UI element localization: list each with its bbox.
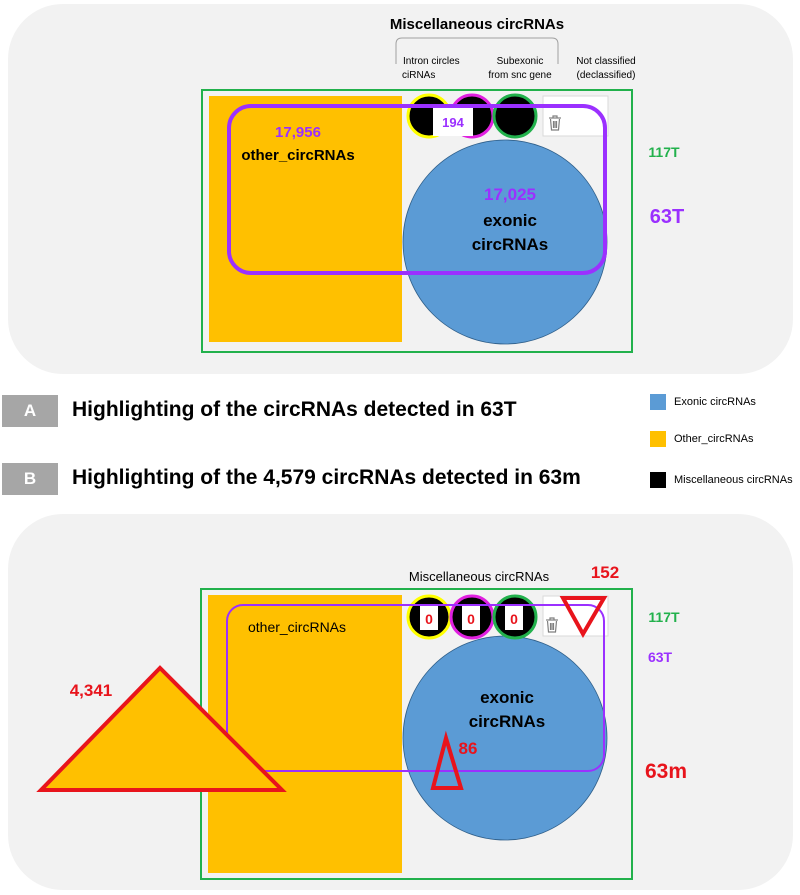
misc-count-cirnas: 0 <box>467 611 475 627</box>
section-a-label: A <box>2 395 58 427</box>
misc-count: 194 <box>442 115 464 130</box>
other-label: other_circRNAs <box>241 147 354 164</box>
not-classified-label-2: (declassified) <box>577 70 636 81</box>
misc-circle-subexonic <box>492 93 538 139</box>
label-117T: 117T <box>648 609 680 625</box>
section-a-heading: Highlighting of the circRNAs detected in… <box>72 398 517 421</box>
label-63T: 63T <box>650 206 684 228</box>
misc-bracket <box>395 37 559 64</box>
misc-count-intron: 0 <box>425 611 433 627</box>
exonic-count: 17,025 <box>484 185 536 204</box>
not-classified-count: 152 <box>591 563 619 582</box>
other-circrnas-rect <box>209 96 402 342</box>
other-label: other_circRNAs <box>248 619 346 635</box>
set-63T-outline <box>226 604 605 772</box>
misc-zero-box-3 <box>505 606 523 630</box>
misc-count-box <box>433 108 473 136</box>
exonic-label-1: exonic <box>483 211 537 230</box>
legend-swatch-exonic <box>650 394 666 410</box>
misc-label-cirnas: ciRNAs <box>402 70 435 81</box>
exonic-label-2: circRNAs <box>469 712 546 731</box>
not-classified-63m-triangle <box>559 596 608 639</box>
other-count: 17,956 <box>275 124 321 141</box>
set-63T-outline <box>227 104 607 275</box>
label-63T: 63T <box>648 649 673 665</box>
exonic-count: 86 <box>459 739 478 758</box>
exonic-63m-triangle <box>430 730 464 790</box>
set-117T-frame <box>201 89 633 353</box>
misc-zero-box-1 <box>420 606 438 630</box>
label-117T: 117T <box>648 144 680 160</box>
misc-count-subexonic: 0 <box>510 611 518 627</box>
not-classified-box <box>542 595 609 637</box>
misc-label-subexonic-2: from snc gene <box>488 70 552 81</box>
trash-icon <box>546 617 558 633</box>
misc-title: Miscellaneous circRNAs <box>409 569 550 584</box>
exonic-label-2: circRNAs <box>472 235 549 254</box>
legend-label-other: Other_circRNAs <box>674 433 754 445</box>
legend-swatch-other <box>650 431 666 447</box>
label-63m: 63m <box>645 760 687 783</box>
legend-swatch-misc <box>650 472 666 488</box>
legend-label-exonic: Exonic circRNAs <box>674 396 756 408</box>
panel-bottom-diagram: 0 0 0 Miscellaneous circRNAs 152 other_c… <box>8 514 793 890</box>
panel-top-diagram: 194 Miscellaneous circRNAs Intron circle… <box>8 4 793 374</box>
trash-icon <box>549 115 561 131</box>
other-63m-triangle <box>36 665 287 792</box>
misc-label-intron: Intron circles <box>403 56 460 67</box>
other-circrnas-rect <box>208 595 402 873</box>
exonic-label-1: exonic <box>480 688 534 707</box>
misc-title: Miscellaneous circRNAs <box>390 16 564 33</box>
section-b-heading: Highlighting of the 4,579 circRNAs detec… <box>72 466 581 489</box>
not-classified-label-1: Not classified <box>576 56 635 67</box>
misc-label-subexonic-1: Subexonic <box>497 56 544 67</box>
misc-zero-box-2 <box>462 606 480 630</box>
section-b-label: B <box>2 463 58 495</box>
legend-label-misc: Miscellaneous circRNAs <box>674 474 793 486</box>
other-count: 4,341 <box>70 681 113 700</box>
exonic-circrnas-circle <box>402 635 608 841</box>
